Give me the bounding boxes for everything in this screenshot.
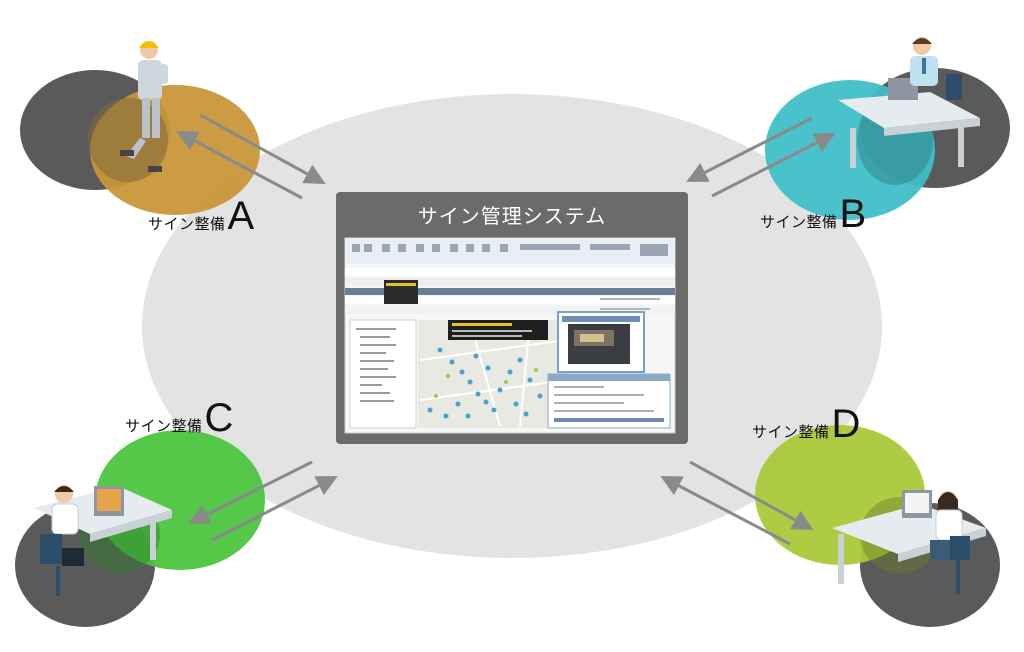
- node-b-letter: B: [839, 192, 867, 236]
- arrow-system-to-d: [689, 460, 814, 531]
- system-title: サイン管理システム: [417, 204, 607, 228]
- arrow-system-to-b: [711, 133, 836, 198]
- arrow-b-to-system: [686, 116, 813, 182]
- office-worker-d-figure: [832, 490, 986, 594]
- node-c-prefix: サイン整備: [125, 417, 203, 435]
- node-b-prefix: サイン整備: [760, 213, 838, 231]
- field-worker-figure: [120, 41, 168, 172]
- node-d-label: サイン整備 D: [752, 404, 860, 444]
- arrow-system-to-a: [176, 131, 303, 200]
- arrow-a-to-system: [199, 113, 326, 185]
- office-worker-b-figure: [838, 37, 980, 168]
- office-worker-c-figure: [34, 485, 172, 596]
- arrows: [176, 113, 836, 546]
- arrow-system-to-c: [188, 460, 313, 524]
- node-c-label: サイン整備 C: [125, 398, 233, 438]
- system-monitor: [336, 192, 688, 444]
- node-d-prefix: サイン整備: [752, 423, 830, 441]
- arrow-d-to-system: [660, 476, 791, 546]
- node-a-circles: [20, 70, 260, 215]
- node-a-prefix: サイン整備: [148, 215, 226, 233]
- node-a-letter: A: [227, 194, 255, 238]
- arrow-c-to-system: [211, 476, 338, 542]
- node-b-label: サイン整備 B: [760, 194, 866, 234]
- node-d-letter: D: [831, 402, 861, 446]
- node-c-letter: C: [204, 396, 234, 440]
- node-a-label: サイン整備 A: [148, 196, 254, 236]
